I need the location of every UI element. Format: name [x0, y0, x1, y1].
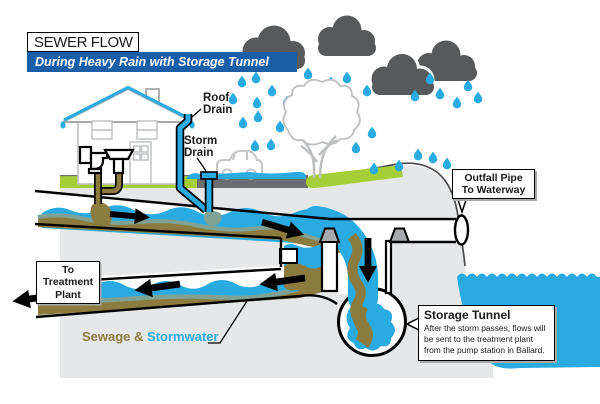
storm-drain-leader: [196, 157, 208, 174]
leader-lines: [191, 108, 248, 344]
sink-icon: [103, 148, 135, 175]
legend-sewage: Sewage &: [82, 329, 144, 344]
tree-trunk: [300, 135, 338, 179]
tree-canopy: [282, 78, 361, 146]
window-left: [91, 120, 113, 140]
cloud-4: [371, 54, 434, 95]
roof-downspout: [175, 114, 209, 214]
house-sewage-plume: [90, 202, 113, 230]
storm-plume: [204, 210, 222, 226]
door: [129, 141, 152, 185]
cloud-2: [318, 15, 376, 56]
grass-right: [306, 165, 403, 188]
storage-tunnel-title: Storage Tunnel: [424, 308, 511, 322]
orifice-gate: [279, 248, 298, 264]
outfall-pipe-end: [453, 214, 470, 246]
roof-drain-leader: [191, 108, 202, 118]
legend-stormwater: Stormwater: [147, 329, 219, 344]
weir-1: [318, 227, 341, 243]
wall-b: [384, 239, 393, 295]
roof: [62, 87, 194, 123]
window-right: [136, 120, 158, 140]
wall-a: [320, 239, 339, 293]
storage-tunnel-callout: Storage Tunnel After the storm passes, f…: [418, 305, 555, 361]
sewage-stormwater-legend: Sewage & Stormwater: [82, 329, 219, 344]
toilet-icon: [78, 145, 109, 175]
tree: [282, 78, 361, 179]
diagram-title: SEWER FLOW: [27, 32, 139, 52]
diagram-subtitle-banner: During Heavy Rain with Storage Tunnel: [27, 52, 297, 72]
house: [60, 85, 195, 185]
legend-leader: [208, 300, 248, 344]
street-catch-basin: [200, 171, 218, 212]
